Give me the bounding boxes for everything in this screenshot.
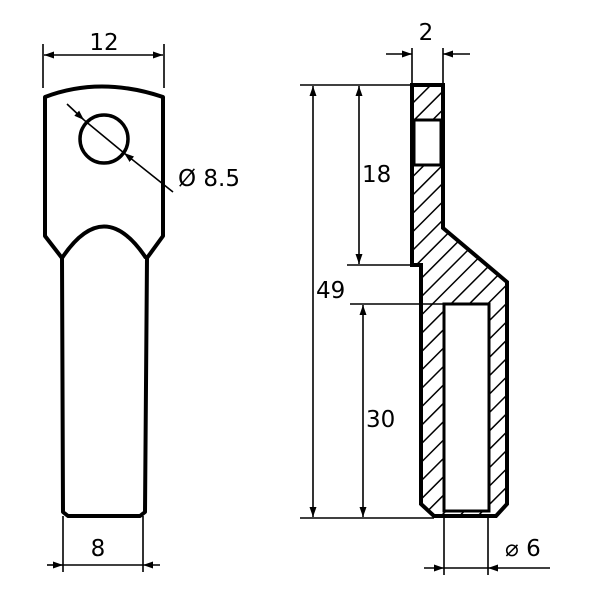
hole-dim-arrow-1 — [66, 103, 85, 121]
overall-length-label: 49 — [316, 278, 345, 304]
thickness-label: 2 — [419, 20, 434, 46]
width-top-label: 12 — [89, 30, 118, 56]
palm-hole-section — [412, 118, 443, 167]
barrel-depth-label: 30 — [366, 407, 395, 433]
width-bottom-label: 8 — [91, 536, 106, 562]
hole-dim-line — [83, 119, 125, 154]
hole-dim-arrow-2 — [123, 152, 174, 193]
palm-length-label: 18 — [362, 162, 391, 188]
front-view: Ø 8.5 12 8 — [42, 30, 240, 572]
section-view: 2 49 18 30 ⌀ 6 — [300, 20, 550, 575]
barrel-arc — [60, 224, 148, 260]
barrel-bore — [442, 302, 491, 513]
lug-outline — [43, 84, 165, 518]
bore-diameter-label: ⌀ 6 — [505, 536, 541, 562]
hole-diameter-label: Ø 8.5 — [178, 166, 240, 192]
